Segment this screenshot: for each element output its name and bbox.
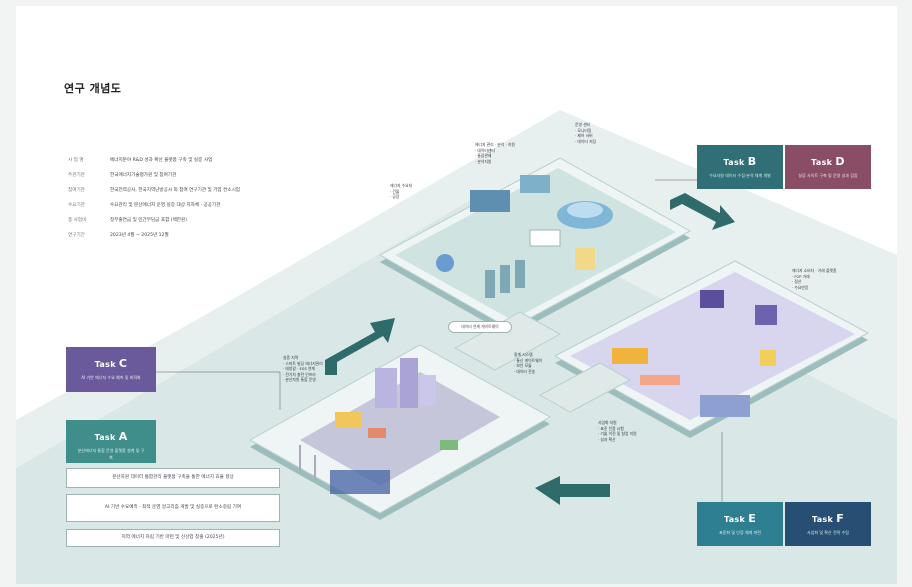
task-f-panel: Task F 사업화 및 확산 전략 수립 (785, 502, 871, 546)
task-d-desc: 실증 사이트 구축 및 운영 성과 검증 (798, 173, 858, 178)
info-row: 총 사업비 정부출연금 및 민간부담금 포함 (백만원) (68, 213, 368, 228)
desk-cluster (529, 229, 561, 247)
info-row: 수요기관 수요관리 및 분산에너지 운영 실증 대상 지자체 · 공공기관 (68, 198, 368, 213)
building-3 (420, 375, 436, 405)
kiosk (575, 248, 595, 270)
goal-callout-3: 지역 에너지 자립 기반 마련 및 신산업 창출 (2025년) (66, 529, 280, 547)
task-f-desc: 사업화 및 확산 전략 수립 (807, 530, 849, 535)
info-key: 총 사업비 (68, 218, 87, 223)
task-c-panel: Task C AI 기반 에너지 수요 예측 및 최적화 (66, 347, 156, 392)
zone-label-city: 실증 지역· 스마트 빌딩 에너지관리· 태양광 · ESS 연계· 전기차 충… (283, 355, 323, 382)
info-key: 주관기관 (68, 173, 85, 178)
bridge-right (538, 362, 632, 413)
display-board-2 (755, 305, 777, 325)
task-d-panel: Task D 실증 사이트 구축 및 운영 성과 검증 (785, 145, 871, 189)
crane-yard (335, 412, 361, 428)
page-title: 연구 개념도 (64, 82, 122, 95)
task-b-title: Task B (723, 155, 757, 168)
counter (640, 375, 680, 385)
flow-arrow-left (325, 318, 395, 375)
info-value: 한국에너지기술평가원 및 참여기관 (110, 173, 177, 178)
task-e-panel: Task E 표준화 및 인증 체계 마련 (697, 502, 783, 546)
goal-callout-2: AI 기반 수요예측 · 최적 운영 알고리즘 개발 및 실증으로 탄소중립 기… (66, 494, 280, 522)
zone-label-top: 에너지 관리 · 분석 · 지원· 데이터센터· 통합관제· 분석지원 (475, 142, 515, 164)
zone-label-top2: 운영 센터· 모니터링· 제어 서버· 데이터 저장 (575, 122, 597, 144)
flow-arrow-top (670, 193, 735, 230)
info-key: 사 업 명 (68, 158, 84, 163)
building-2 (400, 358, 418, 408)
building-1 (375, 368, 397, 408)
task-c-desc: AI 기반 에너지 수요 예측 및 최적화 (81, 375, 141, 380)
task-a-desc: 분산에너지 통합 운영 플랫폼 설계 및 구축 (77, 448, 145, 460)
info-value: 한국전력공사, 한국지역난방공사 외 참여 연구기관 및 기업 컨소시엄 (110, 188, 241, 193)
task-a-title: Task A (94, 430, 128, 443)
info-key: 연구기간 (68, 233, 85, 238)
zone-label-mid: 중계 시스템· 통신 게이트웨이· 보안 모듈· 데이터 전송 (514, 352, 543, 374)
project-info: 사 업 명 에너지분야 R&D 성과 확산 플랫폼 구축 및 실증 사업 주관기관… (68, 153, 368, 243)
info-value: 에너지분야 R&D 성과 확산 플랫폼 구축 및 실증 사업 (110, 158, 213, 163)
operator-desk (436, 254, 454, 272)
house-2 (440, 440, 458, 450)
task-c-title: Task C (94, 357, 128, 370)
zone-label-right: 에너지 소비자 · 거래 플랫폼· P2P 거래· 정산· 수요반응 (792, 268, 837, 290)
server-rack-3 (515, 260, 525, 288)
coin-stack (760, 350, 776, 366)
storage-wall (700, 395, 750, 417)
server-rack-2 (500, 265, 510, 293)
house-1 (368, 428, 386, 438)
info-row: 참여기관 한국전력공사, 한국지역난방공사 외 참여 연구기관 및 기업 컨소시엄 (68, 183, 368, 198)
task-b-panel: Task B 수요자원 데이터 수집·분석 체계 개발 (697, 145, 783, 189)
gateway-pill: 데이터 연계 게이트웨이 (448, 321, 512, 333)
task-e-title: Task E (723, 512, 757, 525)
display-board-1 (700, 290, 724, 308)
zone-label-bottom: 사업화 지원· 표준 인증 시험· 기술 이전 및 창업 지원· 성과 확산 (598, 420, 637, 442)
city-roads (300, 372, 500, 486)
task-f-title: Task F (811, 512, 845, 525)
info-row: 사 업 명 에너지분야 R&D 성과 확산 플랫폼 구축 및 실증 사업 (68, 153, 368, 168)
task-a-panel: Task A 분산에너지 통합 운영 플랫폼 설계 및 구축 (66, 420, 156, 463)
screen-wall-2 (520, 175, 550, 193)
task-d-title: Task D (811, 155, 845, 168)
zone-label-left-top: 에너지 수요처· 건물· 공장 (390, 183, 413, 199)
server-rack-1 (485, 270, 495, 298)
info-value: 2023년 4월 ~ 2025년 12월 (110, 233, 169, 238)
screen-wall-1 (470, 190, 510, 212)
flow-arrow-bottom (535, 476, 610, 505)
info-key: 참여기관 (68, 188, 85, 193)
solar-field (330, 470, 390, 494)
vehicle (612, 348, 648, 364)
leader-task-c (156, 371, 281, 410)
info-value: 정부출연금 및 민간부담금 포함 (백만원) (110, 218, 188, 223)
task-e-desc: 표준화 및 인증 체계 마련 (719, 530, 761, 535)
info-row: 연구기간 2023년 4월 ~ 2025년 12월 (68, 228, 368, 243)
info-row: 주관기관 한국에너지기술평가원 및 참여기관 (68, 168, 368, 183)
info-key: 수요기관 (68, 203, 85, 208)
goal-callout-1: 분산자원 데이터 통합관리 플랫폼 구축을 통한 에너지 효율 향상 (66, 468, 280, 488)
info-value: 수요관리 및 분산에너지 운영 실증 대상 지자체 · 공공기관 (110, 203, 221, 208)
task-b-desc: 수요자원 데이터 수집·분석 체계 개발 (709, 173, 771, 178)
